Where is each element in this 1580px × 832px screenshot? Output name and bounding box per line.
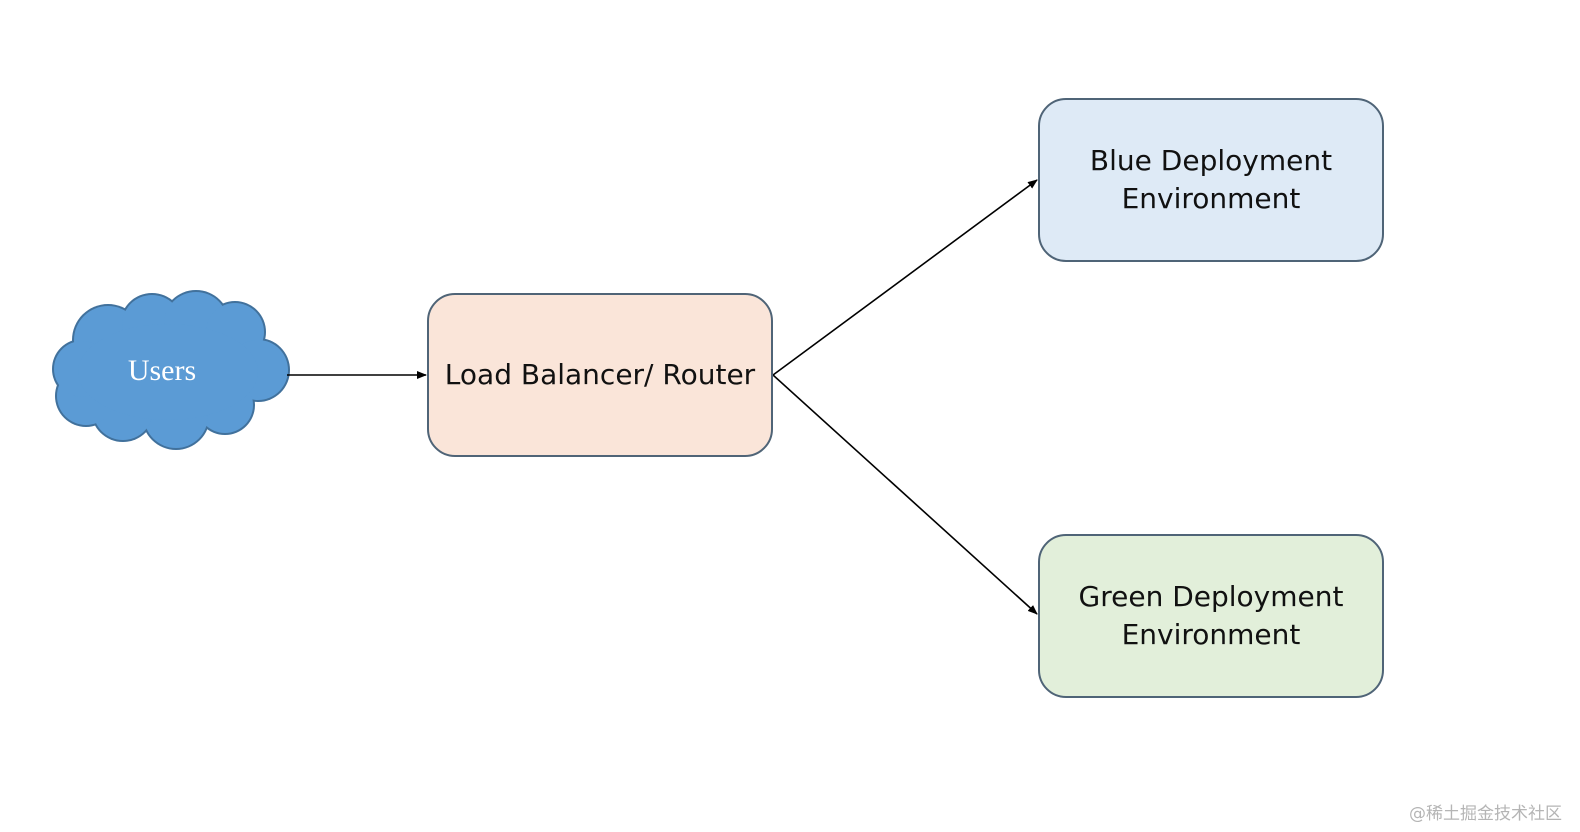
blue-environment-label-line2: Environment — [1121, 182, 1301, 215]
green-environment-label-line2: Environment — [1121, 618, 1301, 651]
blue-environment-label-line1: Blue Deployment — [1089, 144, 1333, 177]
green-environment-label-line1: Green Deployment — [1078, 580, 1344, 613]
green-environment-node: Green Deployment Environment — [1038, 534, 1384, 698]
edge-load-balancer-to-green — [772, 374, 1038, 615]
blue-environment-node: Blue Deployment Environment — [1038, 98, 1384, 262]
load-balancer-node: Load Balancer/ Router — [427, 293, 773, 457]
users-cloud-icon — [52, 290, 290, 450]
edge-load-balancer-to-blue — [772, 179, 1038, 376]
load-balancer-label: Load Balancer/ Router — [444, 358, 756, 391]
users-label: Users — [127, 354, 197, 387]
watermark: @稀土掘金技术社区 — [1409, 804, 1562, 824]
